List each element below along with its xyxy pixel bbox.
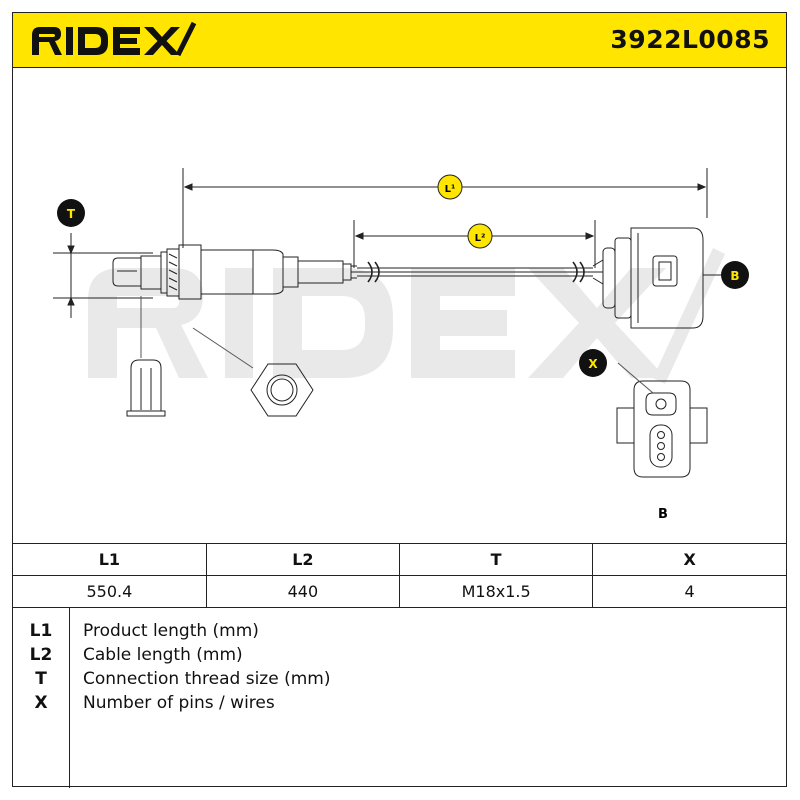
ridex-logo — [32, 21, 197, 57]
legend-key: X — [34, 693, 48, 713]
badge-b: B — [703, 261, 749, 289]
connector-pin-view — [616, 362, 708, 478]
specs-table: L1 L2 T X 550.4 440 M18x1.5 4 — [13, 543, 786, 608]
badge-l1: L¹ — [437, 174, 463, 200]
svg-text:X: X — [588, 357, 598, 371]
nut-top-view — [192, 327, 314, 417]
legend-key: T — [35, 669, 47, 689]
specs-value-l1: 550.4 — [13, 575, 207, 608]
sensor-body — [112, 244, 357, 300]
specs-header-row: L1 L2 T X — [13, 543, 786, 576]
badge-t: T — [57, 199, 85, 227]
legend-text: Number of pins / wires — [83, 693, 275, 713]
legend: L1 Product length (mm) L2 Cable length (… — [13, 607, 786, 788]
legend-key: L1 — [29, 621, 53, 641]
connector-b — [602, 227, 704, 329]
connector-caption: B — [658, 507, 668, 522]
specs-header-t: T — [398, 543, 594, 576]
specs-value-row: 550.4 440 M18x1.5 4 — [13, 575, 786, 608]
specs-value-t: M18x1.5 — [398, 575, 594, 608]
legend-text: Connection thread size (mm) — [83, 669, 331, 689]
specs-value-x: 4 — [592, 575, 786, 608]
header-bar: 3922L0085 — [13, 13, 786, 68]
specs-value-l2: 440 — [205, 575, 401, 608]
part-number: 3922L0085 — [610, 25, 770, 54]
svg-text:L²: L² — [475, 233, 486, 244]
badge-l2: L² — [467, 223, 493, 249]
svg-text:T: T — [67, 207, 76, 221]
sensor-cable — [357, 259, 604, 285]
specs-header-l1: L1 — [13, 543, 207, 576]
specs-header-x: X — [592, 543, 786, 576]
svg-text:L¹: L¹ — [445, 184, 456, 195]
probe-tip-detail — [126, 296, 166, 417]
legend-key-column — [13, 608, 70, 788]
legend-key: L2 — [29, 645, 53, 665]
badge-x: X — [579, 349, 607, 377]
legend-text: Cable length (mm) — [83, 645, 243, 665]
specs-header-l2: L2 — [205, 543, 401, 576]
technical-drawing: L¹ L² T B X B — [53, 168, 749, 522]
svg-text:B: B — [730, 269, 739, 283]
product-sheet: 3922L0085 — [12, 12, 787, 788]
legend-text: Product length (mm) — [83, 621, 259, 641]
